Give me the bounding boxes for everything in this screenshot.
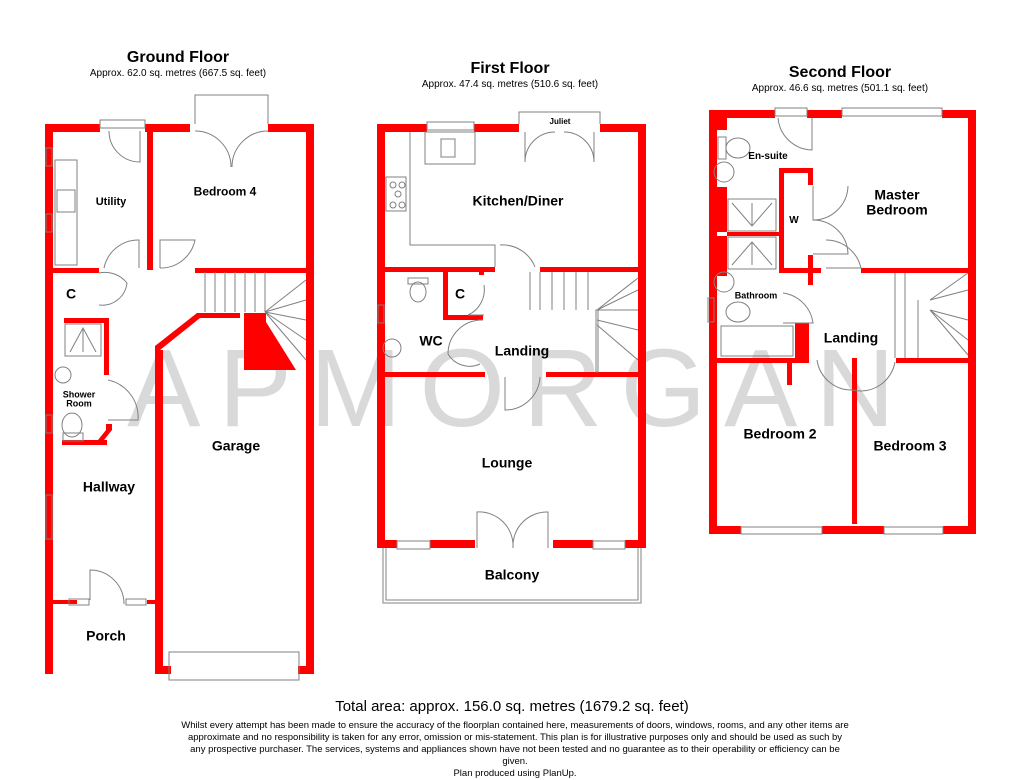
- floor-area-first: Approx. 47.4 sq. metres (510.6 sq. feet): [421, 79, 599, 90]
- walls: [45, 110, 976, 674]
- room-label-shower-room: Shower Room: [62, 389, 96, 409]
- room-label-wc: WC: [419, 332, 443, 349]
- disclaimer: Whilst every attempt has been made to en…: [180, 720, 850, 780]
- room-label-landing-second: Landing: [823, 329, 879, 346]
- room-label-lounge: Lounge: [481, 454, 533, 471]
- room-label-cupboard: C: [65, 285, 77, 302]
- room-label-landing-first: Landing: [494, 342, 550, 359]
- room-label-balcony: Balcony: [484, 566, 540, 583]
- room-label-master-bedroom: Master Bedroom: [866, 186, 928, 217]
- floor-area-ground: Approx. 62.0 sq. metres (667.5 sq. feet): [89, 68, 267, 79]
- room-label-juliet-balcony: Juliet: [549, 116, 571, 126]
- room-label-bedroom-2: Bedroom 2: [743, 425, 817, 442]
- floor-title-ground: Ground Floor: [126, 49, 230, 66]
- disclaimer-text: Whilst every attempt has been made to en…: [181, 720, 849, 767]
- floor-title-first: First Floor: [470, 60, 550, 77]
- room-label-porch: Porch: [86, 627, 126, 644]
- room-label-bedroom-4: Bedroom 4: [193, 184, 257, 199]
- floor-title-second: Second Floor: [788, 64, 892, 81]
- room-label-kitchen-diner: Kitchen/Diner: [472, 192, 564, 209]
- room-label-en-suite: En-suite: [748, 150, 788, 162]
- room-label-garage: Garage: [211, 437, 261, 454]
- produced-by: Plan produced using PlanUp.: [453, 768, 577, 779]
- room-label-wardrobe: W: [789, 214, 799, 226]
- fixtures-and-doors: [45, 94, 969, 681]
- floor-area-second: Approx. 46.6 sq. metres (501.1 sq. feet): [751, 83, 929, 94]
- room-label-cupboard-first: C: [454, 285, 466, 302]
- total-area: Total area: approx. 156.0 sq. metres (16…: [335, 698, 689, 715]
- room-label-hallway: Hallway: [82, 478, 136, 495]
- room-label-utility: Utility: [95, 196, 127, 209]
- room-label-bedroom-3: Bedroom 3: [873, 437, 947, 454]
- room-label-bathroom: Bathroom: [734, 290, 778, 301]
